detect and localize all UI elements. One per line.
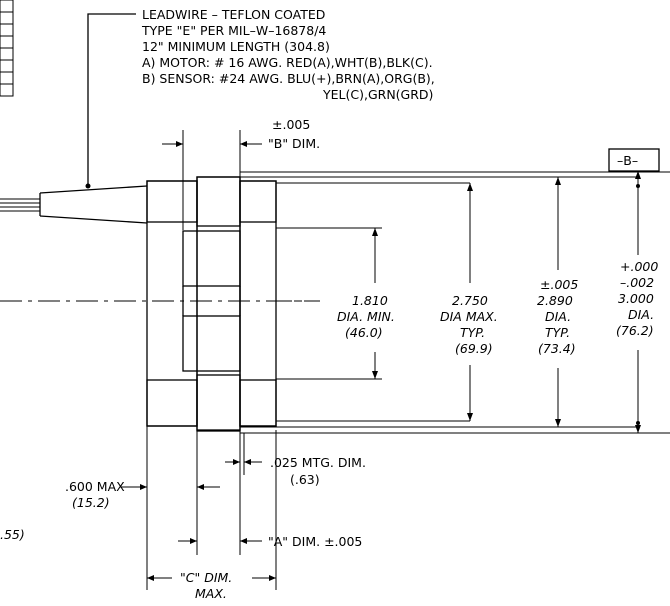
leadwire-leader (87, 13, 136, 185)
dim-3000: +.000 –.002 3.000 DIA. (76.2) (616, 259, 658, 338)
leadwire-line-2: TYPE "E" PER MIL–W–16878/4 (141, 23, 326, 38)
dim-2890: ±.005 2.890 DIA. TYP. (73.4) (537, 277, 578, 356)
leadwire-line-5: B) SENSOR: #24 AWG. BLU(+),BRN(A),ORG(B)… (142, 71, 435, 86)
dim-2750-typ: TYP. (460, 325, 485, 340)
dim-1810: 1.810 DIA. MIN. (46.0) (337, 293, 395, 340)
motor-section (146, 171, 670, 434)
dim-mtg-metric: (.63) (290, 472, 320, 487)
dim-1810-value: 1.810 (352, 293, 388, 308)
dim-600: .600 MAX (15.2) (65, 426, 220, 590)
dim-b-tol: ±.005 (272, 117, 310, 132)
datum-b: –B– (608, 148, 660, 172)
dim-600-metric: (15.2) (72, 495, 110, 510)
dim-2890-metric: (73.4) (538, 341, 576, 356)
dim-3000-tol-minus: –.002 (620, 275, 654, 290)
dim-b: ±.005 "B" DIM. (162, 117, 320, 230)
dim-3000-metric: (76.2) (616, 323, 654, 338)
table-fragment (0, 0, 14, 97)
leadwire-line-1: LEADWIRE – TEFLON COATED (142, 7, 325, 22)
dim-2890-value: 2.890 (537, 293, 573, 308)
dim-2890-tol: ±.005 (540, 277, 578, 292)
dim-b-label: "B" DIM. (268, 136, 320, 151)
dim-2750: 2.750 DIA MAX. TYP. (69.9) (440, 293, 498, 356)
dim-mtg: .025 MTG. DIM. (.63) (225, 430, 366, 487)
dim-2890-desc: DIA. (545, 309, 571, 324)
dia-dims (276, 171, 641, 433)
dim-1810-metric: (46.0) (345, 325, 383, 340)
dim-c-max: MAX. (195, 586, 227, 601)
dim-mtg-value: .025 MTG. DIM. (270, 455, 366, 470)
left-cut-text: .55) (0, 527, 25, 542)
dim-2750-value: 2.750 (452, 293, 488, 308)
datum-label: –B– (617, 153, 638, 168)
dim-3000-desc: DIA. (628, 307, 654, 322)
leadwire-line-3: 12" MINIMUM LENGTH (304.8) (142, 39, 330, 54)
dim-3000-value: 3.000 (618, 291, 654, 306)
leadwire-bundle (0, 185, 148, 224)
dim-2750-desc: DIA MAX. (440, 309, 498, 324)
leadwire-line-6: YEL(C),GRN(GRD) (322, 87, 433, 102)
dim-2890-typ: TYP. (545, 325, 570, 340)
dim-1810-desc: DIA. MIN. (337, 309, 395, 324)
dim-c-label: "C" DIM. (180, 570, 232, 585)
dim-2750-metric: (69.9) (455, 341, 493, 356)
dim-600-value: .600 MAX (65, 479, 125, 494)
dim-a: "A" DIM. ±.005 (178, 475, 362, 555)
dim-3000-tol-plus: +.000 (620, 259, 658, 274)
leadwire-note: LEADWIRE – TEFLON COATED TYPE "E" PER MI… (141, 7, 435, 102)
dim-a-label: "A" DIM. ±.005 (268, 534, 362, 549)
dim-c: "C" DIM. MAX. (147, 430, 277, 601)
leadwire-line-4: A) MOTOR: # 16 AWG. RED(A),WHT(B),BLK(C)… (142, 55, 433, 70)
